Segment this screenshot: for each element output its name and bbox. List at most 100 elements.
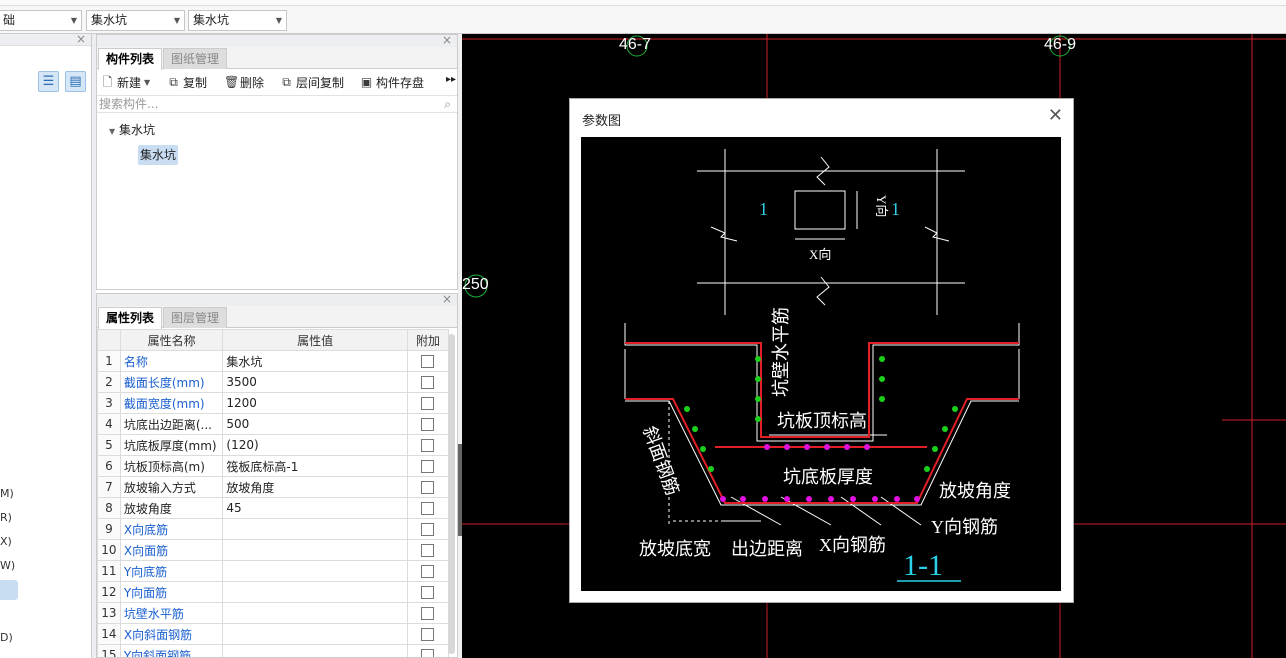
close-icon[interactable]: × [441,293,452,306]
new-button[interactable]: 🗋新建▼ [101,74,151,91]
property-value[interactable]: 放坡角度 [222,476,408,498]
trash-icon: 🗑 [224,75,240,89]
axis-label-46-9: 46-9 [1044,36,1077,53]
row-number: 6 [97,455,121,477]
extra-checkbox-cell [406,476,450,498]
top-strip [0,0,1286,6]
extra-checkbox[interactable] [421,523,435,536]
property-name: 放坡输入方式 [119,476,224,498]
extra-checkbox[interactable] [421,586,435,599]
extra-checkbox[interactable] [421,565,435,578]
copy-icon: ⧉ [169,75,178,89]
axis-bubble [1049,35,1071,57]
property-value[interactable]: 45 [222,497,408,519]
extra-checkbox[interactable] [421,607,435,620]
property-value[interactable] [222,539,408,561]
tab-properties[interactable]: 属性列表 [98,307,163,329]
extra-checkbox[interactable] [421,628,435,641]
property-value[interactable]: 集水坑 [222,350,408,372]
property-value[interactable]: 筏板底标高-1 [222,455,408,477]
property-value[interactable]: (120) [222,434,408,456]
extra-checkbox[interactable] [421,502,435,515]
delete-button[interactable]: 🗑删除 [224,74,264,91]
extra-checkbox[interactable] [421,439,435,452]
close-icon[interactable]: × [75,34,86,46]
property-value[interactable] [222,518,408,540]
wall-horizontal-label: 坑壁水平筋 [771,307,791,397]
extra-checkbox-cell [406,350,450,372]
vertical-scrollbar[interactable] [448,334,455,654]
extra-checkbox[interactable] [421,460,435,473]
list-view-icon[interactable]: ☰ [38,71,59,92]
detail-view-icon[interactable]: ▤ [65,71,86,92]
floor-copy-button[interactable]: ⧉层间复制 [280,74,344,91]
tree-node-parent[interactable]: ▼ 集水坑 [109,121,155,138]
property-value[interactable] [222,560,408,582]
extra-checkbox[interactable] [421,544,435,557]
nav-item-selected[interactable] [0,580,18,600]
more-icon[interactable]: ▸▸ [446,74,457,85]
extra-checkbox[interactable] [421,355,435,368]
chevron-down-icon: ▼ [144,78,151,87]
section-bottom-line [625,400,1019,506]
pane-header: × [97,294,457,306]
close-icon[interactable]: ✕ [1047,105,1063,126]
tab-drawing-management[interactable]: 图纸管理 [163,48,228,69]
extra-checkbox[interactable] [421,376,435,389]
tab-layer-management[interactable]: 图层管理 [163,307,228,328]
nav-item-m[interactable]: M) [0,487,14,500]
save-component-button[interactable]: ▣构件存盘 [360,74,424,91]
property-value[interactable] [222,602,408,624]
splitter-grip[interactable] [458,444,462,536]
copy-button[interactable]: ⧉复制 [167,74,207,91]
property-value[interactable] [222,644,408,657]
break-mark [816,276,830,306]
extra-checkbox-cell [406,602,450,624]
property-value[interactable] [222,581,408,603]
component-search[interactable]: 搜索构件...⌕ [97,95,457,113]
close-icon[interactable]: × [441,33,452,47]
type-combo[interactable]: 集水坑▼ [86,10,185,31]
plan-view [697,149,965,315]
y-rebar-label: Y向钢筋 [931,517,998,537]
extra-checkbox[interactable] [421,397,435,410]
tab-component-list[interactable]: 构件列表 [98,48,163,70]
expand-icon: ▼ [109,127,116,136]
nav-item-d[interactable]: D) [0,631,13,644]
extra-checkbox[interactable] [421,418,435,431]
property-value[interactable]: 3500 [222,371,408,393]
extra-checkbox-cell [406,497,450,519]
new-file-icon: 🗋 [102,75,113,89]
delete-label: 删除 [240,76,265,90]
tree-node-selected[interactable]: 集水坑 [138,145,179,165]
extra-checkbox[interactable] [421,481,435,494]
extra-checkbox[interactable] [421,649,435,657]
extra-checkbox-cell [406,392,450,414]
nav-item-r[interactable]: R) [0,511,12,524]
property-value[interactable] [222,623,408,645]
nav-item-w[interactable]: W) [0,559,16,572]
component-combo[interactable]: 集水坑▼ [188,10,287,31]
floor-combo[interactable]: 础▼ [0,10,82,31]
nav-item-x[interactable]: X) [0,535,12,548]
property-value[interactable]: 500 [222,413,408,435]
property-value[interactable]: 1200 [222,392,408,414]
splitter[interactable] [458,34,462,658]
property-name: 放坡角度 [119,497,224,519]
